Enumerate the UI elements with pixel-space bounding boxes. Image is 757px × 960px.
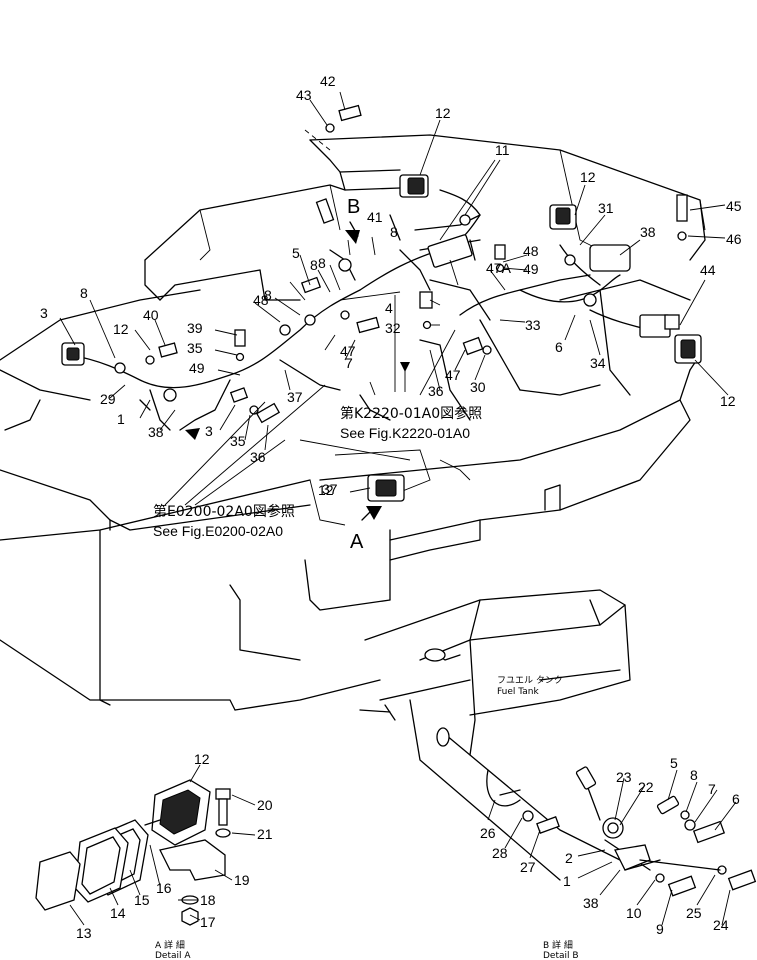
- part-number-label: 48: [253, 292, 269, 308]
- part-number-label: 12: [113, 321, 129, 337]
- part-number-label: 6: [555, 339, 563, 355]
- part-number-label: 8: [264, 287, 272, 303]
- part-number-label: 23: [616, 769, 632, 785]
- part-number-label: 49: [523, 261, 539, 277]
- ref-e0200-jp: 第E0200-02A0図参照: [153, 503, 295, 520]
- part-number-label: 44: [700, 262, 716, 278]
- part-number-label: 36: [250, 449, 266, 465]
- part-number-label: 13: [76, 925, 92, 941]
- part-number-label: 8: [80, 285, 88, 301]
- part-number-label: 7: [708, 781, 716, 797]
- fuel-tank-outline: [359, 589, 631, 881]
- part-number-label: 48: [523, 243, 539, 259]
- part-number-label: 28: [492, 845, 508, 861]
- reference-notes: 第K2220-01A0図参照 See Fig.K2220-01A0 第E0200…: [153, 196, 579, 960]
- part-number-label: 19: [234, 872, 250, 888]
- part-number-label: 12: [435, 105, 451, 121]
- part-number-label: 38: [640, 224, 656, 240]
- part-number-label: 31: [598, 200, 614, 216]
- ref-k2220-jp: 第K2220-01A0図参照: [340, 405, 482, 422]
- fuel-tank-en: Fuel Tank: [497, 687, 540, 697]
- part-number-label: 43: [296, 87, 312, 103]
- part-number-label: 18: [200, 892, 216, 908]
- part-number-label: 35: [187, 340, 203, 356]
- components-main: [61, 104, 702, 502]
- part-number-label: 5: [670, 755, 678, 771]
- part-number-label: 35: [230, 433, 246, 449]
- machine-body-outline: [0, 134, 706, 711]
- part-number-label: 12: [720, 393, 736, 409]
- ref-k2220-en: See Fig.K2220-01A0: [340, 425, 470, 441]
- part-number-label: 14: [110, 905, 126, 921]
- part-number-label: 12: [318, 482, 334, 498]
- part-number-label: 11: [495, 142, 510, 158]
- part-number-label: 36: [428, 383, 444, 399]
- detail-b-parts: [486, 766, 757, 897]
- part-number-label: 38: [583, 895, 599, 911]
- part-number-label: 8: [318, 255, 326, 271]
- detail-a-parts: [35, 779, 231, 926]
- detail-a-jp: A 詳 細: [155, 939, 185, 951]
- leader-lines-main: [59, 91, 729, 506]
- part-number-label: 45: [726, 198, 742, 214]
- part-number-label: 3: [205, 423, 213, 439]
- fuel-tank-jp: フユエル タンク: [497, 675, 563, 686]
- part-number-label: 4: [385, 300, 393, 316]
- detail-b-en: Detail B: [543, 951, 579, 960]
- part-number-label: 5: [292, 245, 300, 261]
- part-number-label: 37: [287, 389, 303, 405]
- part-number-label: 16: [156, 880, 172, 896]
- part-number-label: 47: [340, 343, 356, 359]
- part-number-label: 10: [626, 905, 642, 921]
- part-number-label: 32: [385, 320, 401, 336]
- part-number-label: 8: [390, 224, 398, 240]
- view-arrows: [185, 221, 410, 521]
- part-number-label: 27: [520, 859, 536, 875]
- part-number-label: 8: [310, 257, 318, 273]
- part-number-label: 25: [686, 905, 702, 921]
- part-number-label: 9: [656, 921, 664, 937]
- part-number-label: 20: [257, 797, 273, 813]
- detail-a-en: Detail A: [155, 951, 191, 960]
- part-number-label: 39: [187, 320, 203, 336]
- part-number-label: 34: [590, 355, 606, 371]
- part-number-label: 1: [563, 873, 571, 889]
- ref-e0200-en: See Fig.E0200-02A0: [153, 523, 283, 539]
- part-labels-detail-a: 12 20 21 19 16 18 15 17 14 13: [76, 751, 273, 941]
- part-number-label: 15: [134, 892, 150, 908]
- part-number-label: 12: [194, 751, 210, 767]
- part-number-label: 40: [143, 307, 159, 323]
- part-number-label: 47A: [486, 260, 512, 276]
- part-number-label: 33: [525, 317, 541, 333]
- part-number-label: 49: [189, 360, 205, 376]
- part-number-label: 2: [565, 850, 573, 866]
- part-number-label: 37: [322, 481, 338, 497]
- part-number-label: 7: [345, 355, 353, 371]
- part-number-label: 47: [445, 367, 461, 383]
- part-number-label: 22: [638, 779, 654, 795]
- part-number-label: 1: [117, 411, 125, 427]
- leader-lines-a: [69, 764, 256, 926]
- part-number-label: 17: [200, 914, 216, 930]
- leader-lines-b: [487, 769, 737, 926]
- part-number-label: 12: [580, 169, 596, 185]
- part-number-label: 24: [713, 917, 729, 933]
- part-number-label: 42: [320, 73, 336, 89]
- part-number-label: 38: [148, 424, 164, 440]
- part-number-label: 26: [480, 825, 496, 841]
- part-labels-main: 42431211B4112313845464847A49445888831240…: [40, 73, 742, 498]
- view-marker-b: B: [347, 196, 360, 218]
- part-number-label: 41: [367, 209, 383, 225]
- view-marker-a: A: [350, 531, 364, 553]
- part-number-label: 46: [726, 231, 742, 247]
- part-number-label: 6: [732, 791, 740, 807]
- part-number-label: 21: [257, 826, 273, 842]
- detail-b-jp: B 詳 細: [543, 939, 573, 951]
- part-number-label: 30: [470, 379, 486, 395]
- part-number-label: 29: [100, 391, 116, 407]
- part-number-label: 3: [40, 305, 48, 321]
- part-labels-detail-b: 58 23 22 76 26 28 27 2 1 38 10 9 25 24: [480, 755, 740, 937]
- part-number-label: 8: [690, 767, 698, 783]
